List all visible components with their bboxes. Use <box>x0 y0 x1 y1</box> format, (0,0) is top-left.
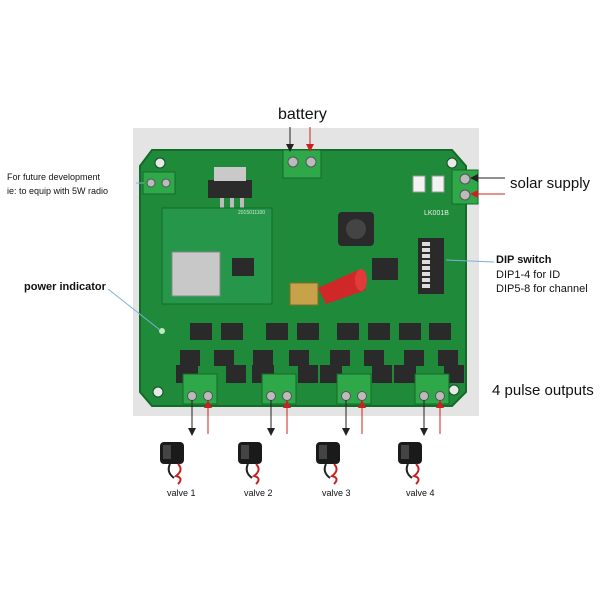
ic-chip <box>372 258 398 280</box>
radio-header-terminal <box>142 171 176 195</box>
dip-callout-line <box>445 259 495 263</box>
battery-label: battery <box>278 106 327 123</box>
inductor <box>338 212 374 246</box>
mounting-hole <box>448 384 460 396</box>
valve-4-icon <box>398 442 422 485</box>
radio-module: 2015011100 <box>161 207 273 305</box>
pulse-outputs-label: 4 pulse outputs <box>492 382 594 399</box>
dip-switch <box>418 238 444 294</box>
antenna-connector <box>289 269 367 306</box>
output-4-arrows <box>420 400 444 436</box>
mounting-hole <box>154 157 166 169</box>
board-marking: LK001B <box>424 210 449 217</box>
ic-chip <box>232 258 254 276</box>
dip-switch-title: DIP switch <box>496 254 552 266</box>
power-led <box>159 328 165 334</box>
valve-3-label: valve 3 <box>322 488 351 498</box>
valve-3-icon <box>316 442 340 485</box>
diode <box>431 175 445 193</box>
power-indicator-label: power indicator <box>24 281 106 293</box>
valve-2-icon <box>238 442 262 485</box>
future-development-line1: For future development <box>7 172 101 182</box>
future-development-line2: ie: to equip with 5W radio <box>7 186 109 196</box>
output-3-arrows <box>342 400 366 436</box>
output-2-arrows <box>267 400 291 436</box>
output-1-arrows <box>188 400 212 436</box>
solar-supply-label: solar supply <box>510 175 591 192</box>
output-terminal-3 <box>336 373 372 405</box>
solar-terminal <box>451 169 479 205</box>
valve-4-label: valve 4 <box>406 488 435 498</box>
valve-2-label: valve 2 <box>244 488 273 498</box>
mounting-hole <box>446 157 458 169</box>
battery-terminal <box>282 149 322 179</box>
output-terminal-4 <box>414 373 450 405</box>
mosfet-row-upper <box>190 323 451 340</box>
valve-1-label: valve 1 <box>167 488 196 498</box>
mounting-hole <box>152 386 164 398</box>
output-terminal-1 <box>182 373 218 405</box>
valve-1-icon <box>160 442 184 485</box>
diode <box>412 175 426 193</box>
dip-switch-line2: DIP5-8 for channel <box>496 283 588 295</box>
chip-marking: 2015011100 <box>238 210 265 216</box>
power-callout-line <box>107 288 161 331</box>
output-terminal-2 <box>261 373 297 405</box>
dip-switch-line1: DIP1-4 for ID <box>496 269 561 281</box>
mosfet-row-middle <box>180 350 458 366</box>
voltage-regulator <box>208 167 252 208</box>
